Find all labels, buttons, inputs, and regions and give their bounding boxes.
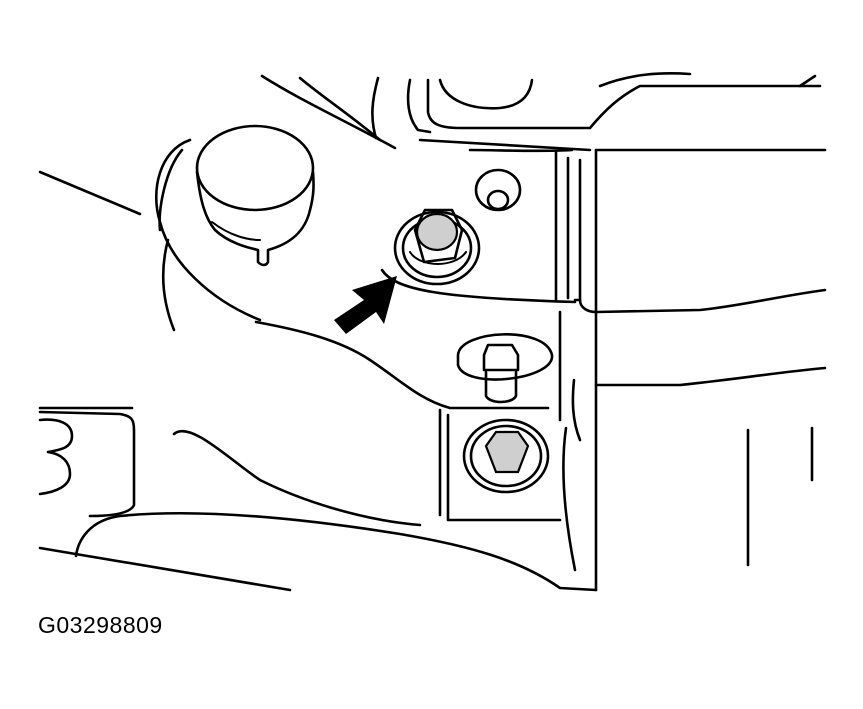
target-bolt: [393, 208, 481, 286]
arrow-icon: [334, 276, 397, 334]
cylindrical-boss: [195, 124, 315, 267]
lower-mount-plate: [438, 408, 562, 522]
middle-bolt: [456, 333, 554, 404]
right-block: [578, 148, 827, 592]
upper-housing: [260, 72, 822, 152]
lower-arm: [38, 406, 598, 592]
hex-bolt-icon: [484, 430, 530, 474]
small-hole: [474, 168, 522, 212]
figure-code: G03298809: [38, 612, 163, 638]
bracket-body: [38, 138, 582, 572]
